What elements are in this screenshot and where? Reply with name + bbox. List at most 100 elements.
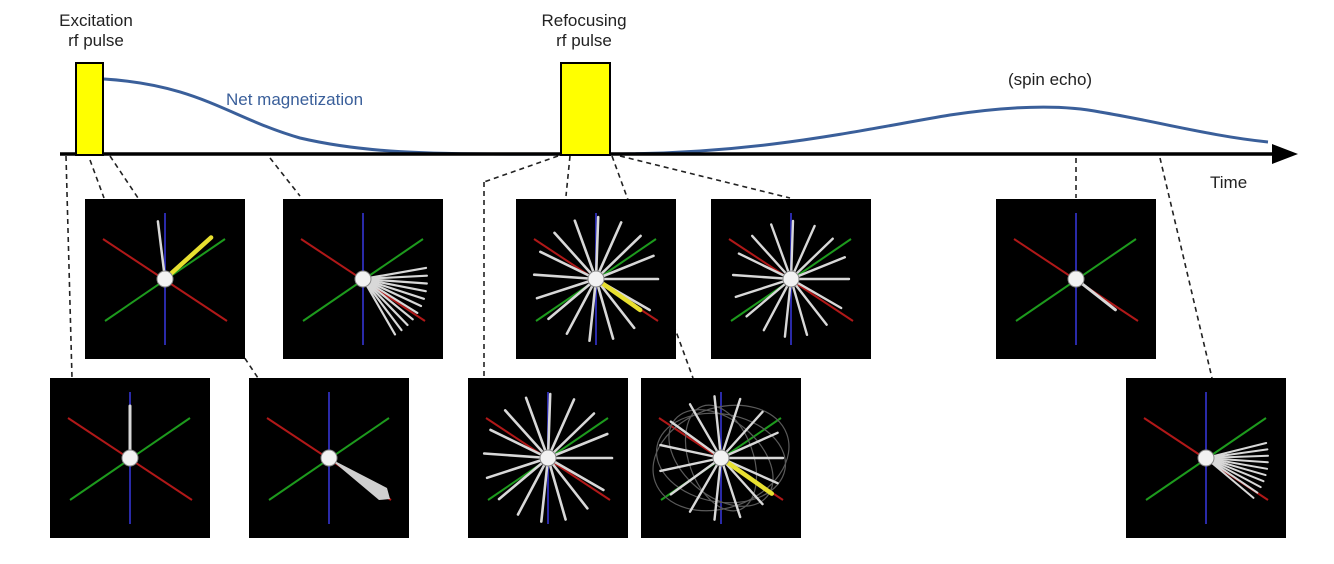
panel-rephasing-art xyxy=(728,213,854,345)
spin-vector xyxy=(489,428,550,460)
refocusing-label: Refocusing rf pulse xyxy=(524,11,644,51)
origin-sphere xyxy=(712,449,730,467)
spin-vector xyxy=(789,277,843,310)
spin-vector xyxy=(731,273,793,281)
spin-vector xyxy=(503,409,550,460)
spin-vector xyxy=(497,456,550,501)
spin-vector xyxy=(789,277,828,326)
spin-vector xyxy=(594,277,636,330)
origin-sphere xyxy=(1067,270,1085,288)
connector-lines xyxy=(65,155,1213,379)
panel-refocusing xyxy=(641,378,801,538)
spin-vector xyxy=(1205,457,1262,489)
spin-vector xyxy=(546,456,605,492)
trajectory-ellipse xyxy=(652,404,790,512)
spin-vector xyxy=(594,215,600,281)
spin-vector xyxy=(1205,448,1269,459)
origin-sphere xyxy=(320,449,338,467)
spin-vector xyxy=(546,392,552,460)
panel-full-dephase-art xyxy=(482,392,614,524)
spin-vector xyxy=(361,277,419,315)
spin-vector xyxy=(751,234,793,281)
spin-vector xyxy=(482,452,550,460)
panel-rephasing xyxy=(711,199,871,359)
spin-vector xyxy=(565,277,598,335)
panel-post-echo xyxy=(1126,378,1286,538)
spin-vector xyxy=(594,254,655,281)
net-magnetization-label: Net magnetization xyxy=(226,90,364,109)
spin-vector xyxy=(546,456,567,521)
panel-after-excitation-art xyxy=(102,213,228,345)
spin-vector xyxy=(688,403,723,460)
spin-vector xyxy=(524,396,550,460)
spin-vector xyxy=(734,277,793,299)
spin-vector xyxy=(713,456,723,521)
spin-vector xyxy=(553,231,598,281)
spin-vector xyxy=(1205,457,1265,483)
connector-equilibrium xyxy=(65,155,73,379)
origin-sphere xyxy=(354,270,372,288)
panel-early-dephasing-art xyxy=(266,392,392,524)
spin-vector xyxy=(361,277,423,308)
spin-vector xyxy=(688,456,723,513)
spin-vector xyxy=(1205,457,1267,477)
panel-refocusing-art xyxy=(652,392,790,524)
highlight-vector xyxy=(593,276,643,313)
time-axis-label: Time xyxy=(1210,173,1248,192)
spin-vector xyxy=(532,273,598,281)
spin-vector xyxy=(659,443,723,460)
origin-sphere xyxy=(121,449,139,467)
spin-vector xyxy=(659,456,723,473)
trajectory-ellipse xyxy=(668,409,774,507)
spin-vector xyxy=(573,219,598,281)
excitation-label-line2: rf pulse xyxy=(68,31,124,50)
spin-vector xyxy=(361,277,409,327)
spin-vector xyxy=(783,277,793,338)
spin-vector xyxy=(156,220,167,281)
connector-post-echo xyxy=(1159,157,1213,379)
spin-vector xyxy=(789,277,809,337)
spin-vector xyxy=(719,410,764,460)
spin-vector xyxy=(361,277,427,293)
spin-vector xyxy=(789,256,847,281)
refocusing-rf-pulse xyxy=(560,62,611,156)
refocusing-label-line1: Refocusing xyxy=(541,11,627,30)
panel-pre-refocus xyxy=(516,199,676,359)
spin-vector xyxy=(789,237,834,281)
origin-sphere xyxy=(1197,449,1215,467)
panel-echo xyxy=(996,199,1156,359)
time-axis-arrowhead xyxy=(1272,144,1298,164)
spin-vector xyxy=(789,219,795,281)
panel-early-dephasing xyxy=(249,378,409,538)
spin-vector xyxy=(770,223,793,281)
panel-equilibrium-art xyxy=(67,392,193,524)
spin-vector xyxy=(789,224,816,281)
spin-vector xyxy=(594,234,642,281)
spin-vector xyxy=(719,431,779,460)
spin-vector xyxy=(669,420,723,460)
origin-sphere xyxy=(539,449,557,467)
spin-vector xyxy=(669,456,723,496)
spin-vector xyxy=(538,250,598,281)
excitation-rf-pulse xyxy=(75,62,104,156)
spin-vector xyxy=(547,277,598,321)
spin-vector xyxy=(1205,457,1269,470)
spin-vector xyxy=(361,277,403,332)
spin-echo-label: (spin echo) xyxy=(1008,70,1093,89)
spin-vector xyxy=(1205,457,1255,499)
spin-vector xyxy=(361,277,414,321)
spin-vector xyxy=(719,456,742,519)
spin-vector xyxy=(762,277,793,332)
origin-sphere xyxy=(782,270,800,288)
refocusing-label-line2: rf pulse xyxy=(556,31,612,50)
trajectory-ellipse xyxy=(684,404,758,512)
spin-vector xyxy=(588,277,598,342)
panel-after-excitation xyxy=(85,199,245,359)
spin-vector xyxy=(594,221,623,281)
connector-after-excitation xyxy=(89,159,105,199)
panel-post-echo-art xyxy=(1143,392,1269,524)
spin-vector xyxy=(361,277,428,285)
panel-dephased-fan-art xyxy=(300,213,428,345)
panel-equilibrium xyxy=(50,378,210,538)
